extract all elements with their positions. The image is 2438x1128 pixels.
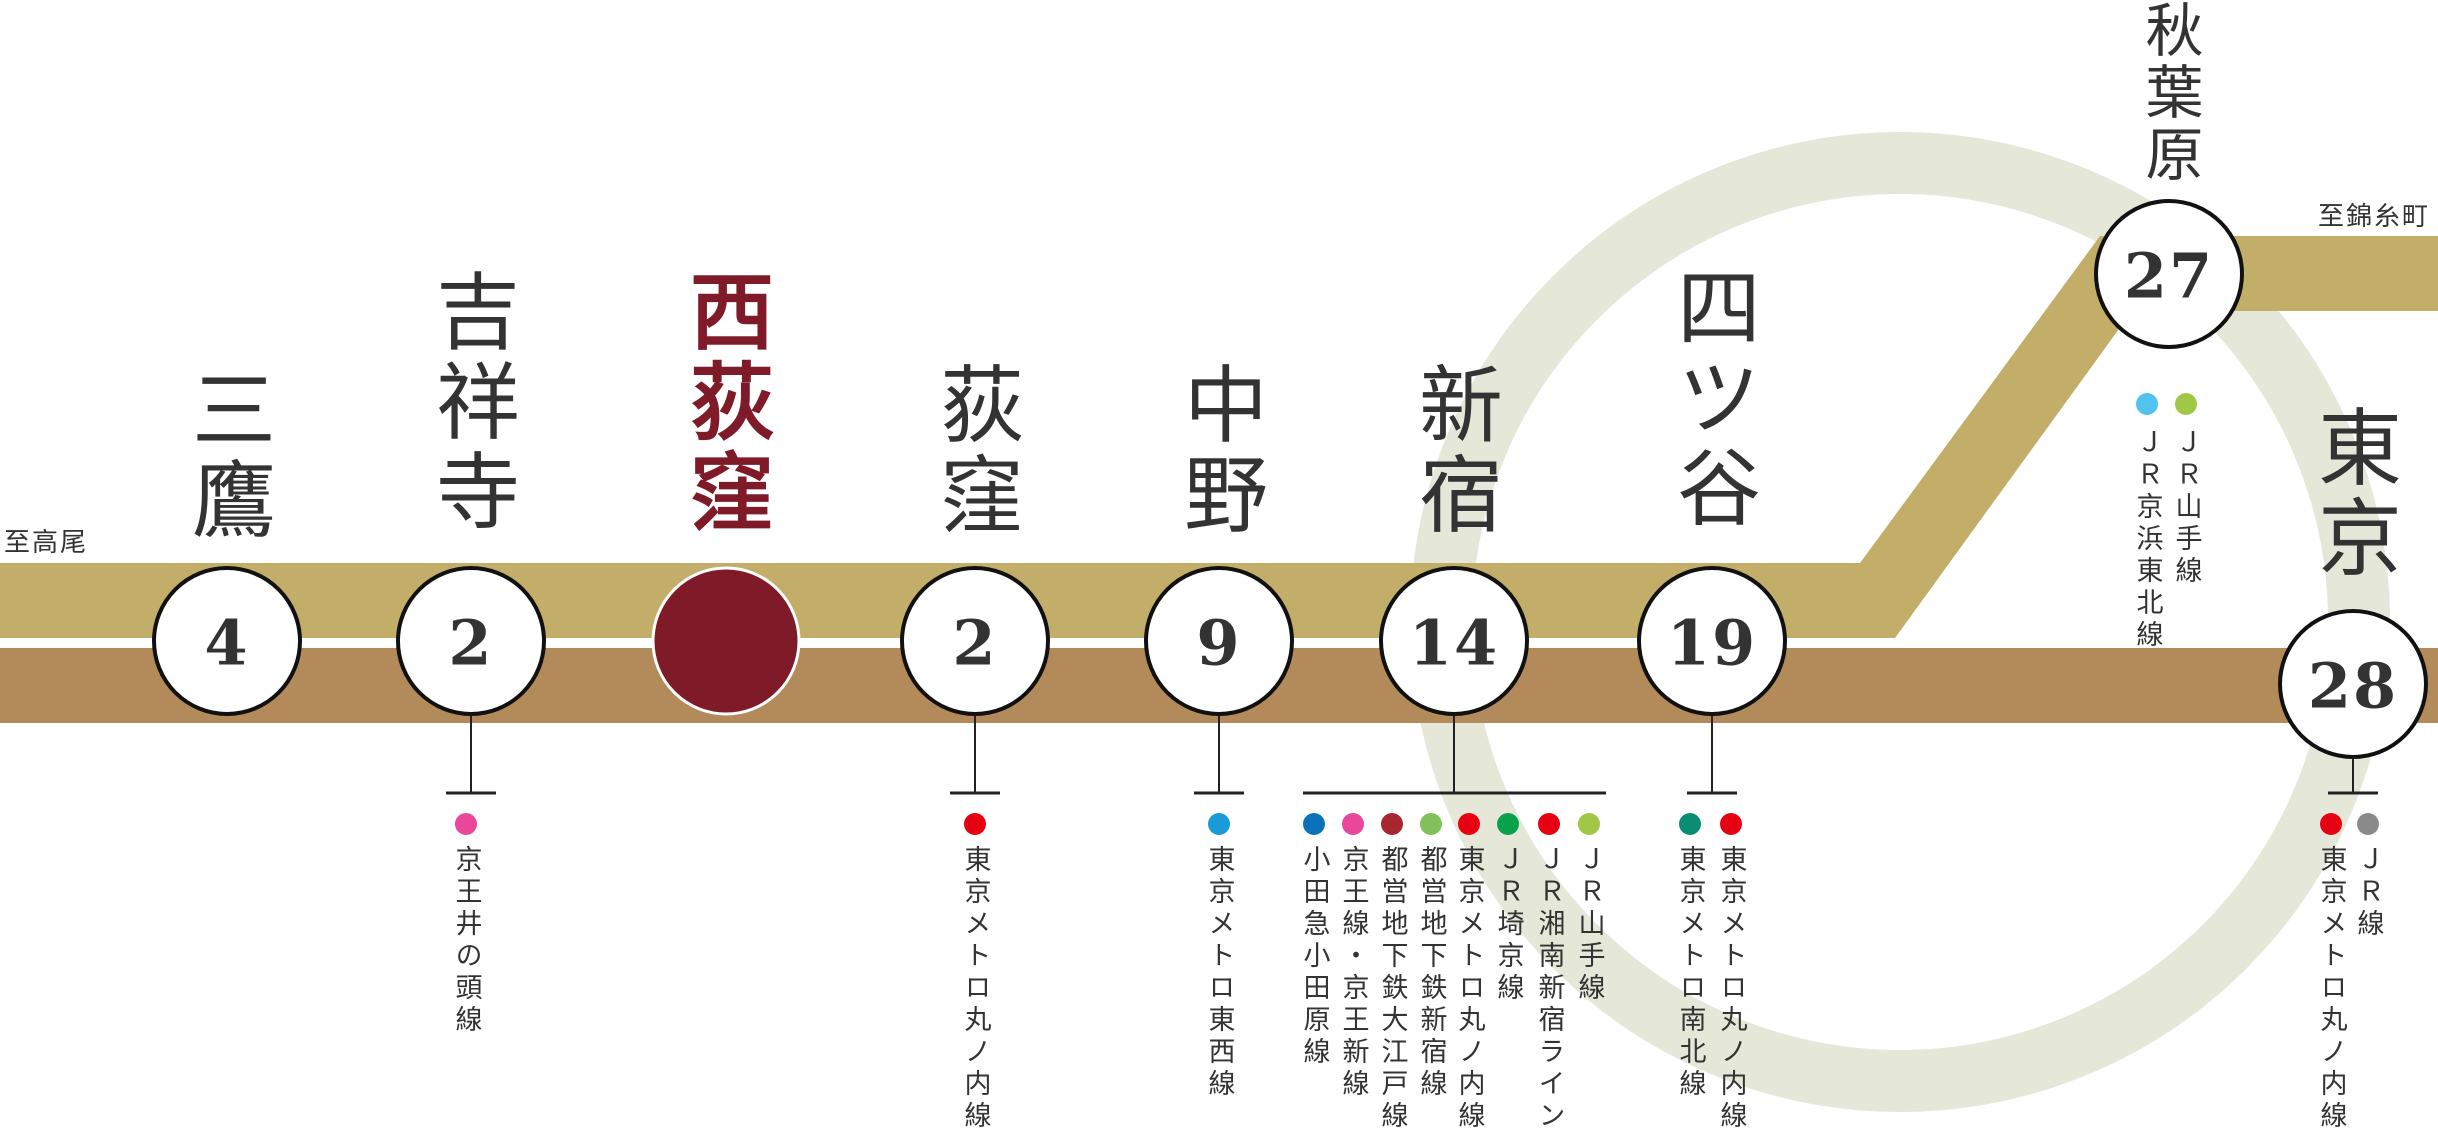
transfer-line-label: ＪＲ山手線 — [1573, 845, 1605, 1005]
line-color-dot — [964, 813, 986, 835]
transfer-line-label: 都営地下鉄新宿線 — [1415, 845, 1447, 1101]
transfer-line-label: 東京メトロ南北線 — [1674, 845, 1706, 1101]
line-color-dot — [455, 813, 477, 835]
line-color-dot — [1497, 813, 1519, 835]
transfer-line-label: ＪＲ線 — [2352, 845, 2384, 941]
station-name: 四ツ谷 — [1663, 264, 1762, 534]
direction-west-label: 至高尾 — [4, 528, 89, 558]
line-color-dot — [2357, 813, 2379, 835]
travel-minutes: 27 — [2123, 239, 2215, 313]
travel-minutes: 14 — [1408, 606, 1500, 680]
line-color-dot — [1381, 813, 1403, 835]
transfer-line-label: 京王井の頭線 — [450, 845, 482, 1037]
station-circle — [1637, 566, 1787, 716]
station-circle — [2278, 609, 2428, 759]
transfer-line-label: 京王線・京王新線 — [1337, 845, 1369, 1101]
current-station-marker — [651, 566, 801, 716]
station-circle — [2094, 199, 2244, 349]
travel-minutes: 9 — [1196, 606, 1242, 680]
travel-minutes: 2 — [448, 606, 494, 680]
transfer-line-label: 東京メトロ東西線 — [1203, 845, 1235, 1101]
line-color-dot — [2320, 813, 2342, 835]
station-name: 荻窪 — [926, 361, 1025, 541]
station-circle — [152, 566, 302, 716]
travel-minutes: 19 — [1666, 606, 1758, 680]
station-name: 三鷹 — [178, 366, 277, 546]
travel-minutes: 2 — [952, 606, 998, 680]
transfer-line-label: ＪＲ埼京線 — [1492, 845, 1524, 1005]
line-color-dot — [1303, 813, 1325, 835]
station-circle — [1379, 566, 1529, 716]
station-circle — [396, 566, 546, 716]
transfer-line-label: ＪＲ山手線 — [2170, 428, 2202, 588]
transfer-line-label: 東京メトロ丸ノ内線 — [1453, 845, 1485, 1128]
transfer-line-label: 小田急小田原線 — [1298, 845, 1330, 1069]
transfer-line-label: 東京メトロ丸ノ内線 — [2315, 845, 2347, 1128]
travel-minutes: 4 — [204, 606, 250, 680]
transfer-line-label: ＪＲ湘南新宿ライン — [1533, 845, 1565, 1128]
station-name: 東京 — [2304, 404, 2403, 584]
transfer-line-label: 都営地下鉄大江戸線 — [1376, 845, 1408, 1128]
station-name: 新宿 — [1405, 361, 1504, 541]
station-circle — [1144, 566, 1294, 716]
line-color-dot — [1578, 813, 1600, 835]
direction-east-label: 至錦糸町 — [2318, 202, 2431, 232]
line-color-dot — [1720, 813, 1742, 835]
station-name: 秋葉原 — [2135, 0, 2204, 186]
line-color-dot — [1208, 813, 1230, 835]
line-color-dot — [2175, 393, 2197, 415]
transfer-line-label: 東京メトロ丸ノ内線 — [1715, 845, 1747, 1128]
transfer-line-label: ＪＲ京浜東北線 — [2131, 428, 2163, 652]
station-name: 西荻窪 — [676, 268, 776, 538]
line-color-dot — [2136, 393, 2158, 415]
line-color-dot — [1458, 813, 1480, 835]
line-color-dot — [1679, 813, 1701, 835]
station-circle — [900, 566, 1050, 716]
travel-minutes: 28 — [2307, 649, 2399, 723]
station-name: 吉祥寺 — [422, 268, 521, 538]
station-name: 中野 — [1170, 361, 1269, 541]
line-color-dot — [1342, 813, 1364, 835]
line-color-dot — [1420, 813, 1442, 835]
line-color-dot — [1538, 813, 1560, 835]
transfer-line-label: 東京メトロ丸ノ内線 — [959, 845, 991, 1128]
